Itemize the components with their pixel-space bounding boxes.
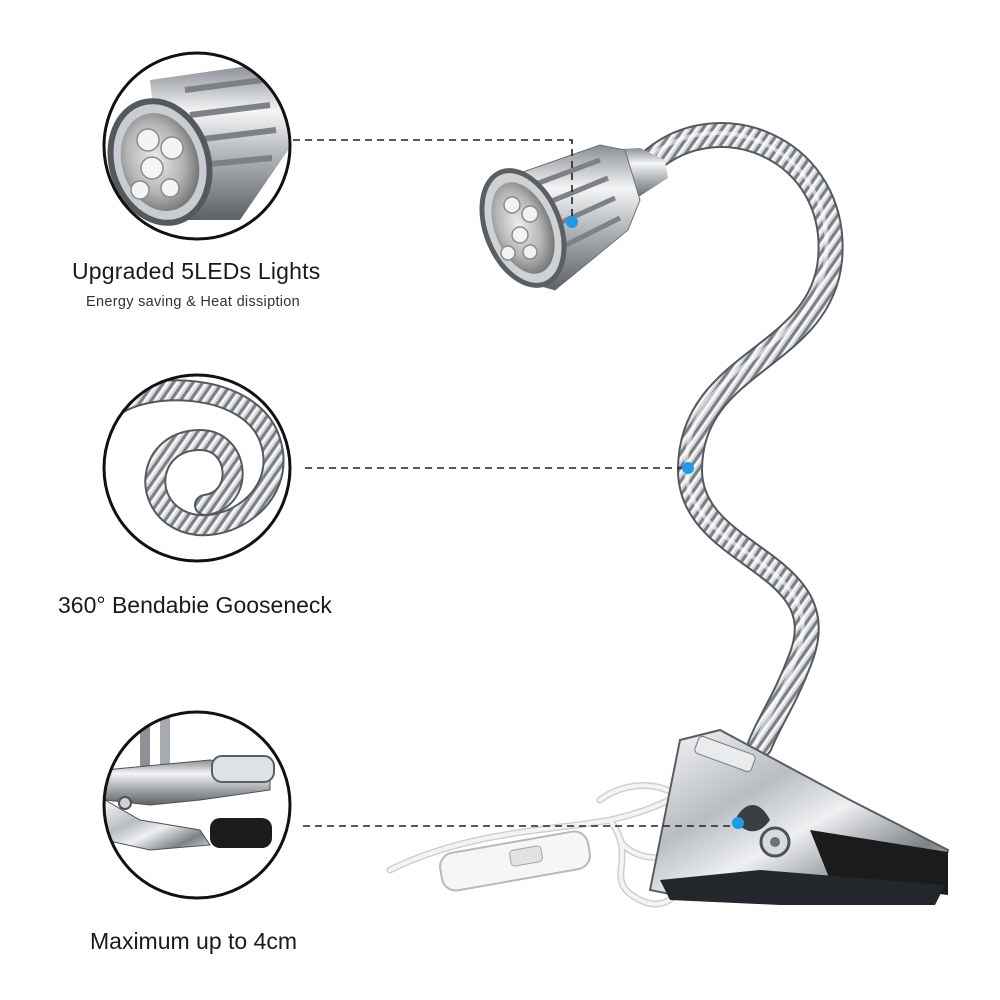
detail-circle-clip — [102, 710, 292, 900]
led-lamp-head — [479, 144, 668, 291]
detail-circle-gooseneck — [102, 373, 292, 563]
feature-title-clip: Maximum up to 4cm — [90, 928, 298, 954]
callout-dot-gooseneck — [682, 462, 694, 474]
feature-title-led: Upgraded 5LEDs Lights — [72, 258, 321, 284]
leader-led — [293, 139, 573, 222]
detail-circle-led — [102, 51, 292, 241]
lamp — [386, 122, 950, 908]
spring-clip — [648, 728, 950, 905]
callout-leaders — [293, 139, 738, 827]
feature-title-gooseneck: 360° Bendabie Gooseneck — [58, 592, 332, 618]
callout-dot-led — [566, 216, 578, 228]
feature-subtitle-led: Energy saving & Heat dissiption — [86, 294, 301, 310]
callout-dot-clip — [732, 817, 744, 829]
